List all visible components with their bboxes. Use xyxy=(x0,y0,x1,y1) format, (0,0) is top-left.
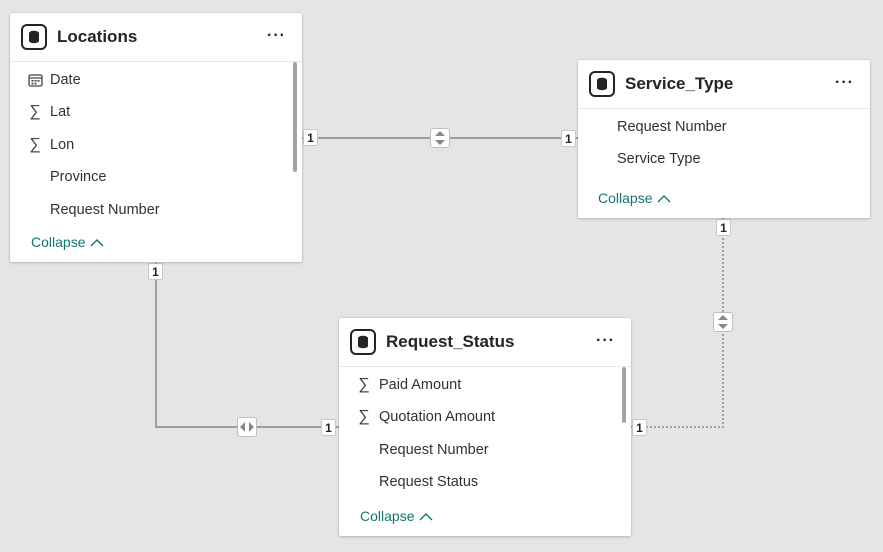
field-request-number[interactable]: Request Number xyxy=(10,199,290,221)
chevron-up-icon xyxy=(419,512,433,520)
both-directions-icon xyxy=(435,131,445,145)
field-label: Date xyxy=(50,72,81,88)
relationship-line-service-type-request-status[interactable] xyxy=(631,218,724,428)
cardinality-badge: 1 xyxy=(716,219,731,236)
collapse-link[interactable]: Collapse xyxy=(31,234,104,250)
database-icon xyxy=(589,71,615,97)
cross-filter-toggle-locations-service-type[interactable] xyxy=(430,128,450,148)
sigma-icon: ∑ xyxy=(358,408,370,425)
database-icon xyxy=(21,24,47,50)
sigma-icon: ∑ xyxy=(29,103,41,120)
field-date[interactable]: Date xyxy=(10,69,290,91)
more-options-icon[interactable]: ··· xyxy=(596,332,615,349)
table-header[interactable]: Locations ··· xyxy=(10,13,302,62)
scrollbar[interactable] xyxy=(293,62,297,172)
field-label: Request Number xyxy=(617,119,727,135)
relationship-line-locations-request-status[interactable] xyxy=(155,262,339,428)
table-card-request-status[interactable]: Request_Status ··· ∑ Paid Amount ∑ Quota… xyxy=(339,318,631,536)
collapse-link[interactable]: Collapse xyxy=(598,190,671,206)
table-title: Request_Status xyxy=(386,332,515,351)
field-service-type[interactable]: Service Type xyxy=(578,148,858,170)
field-label: Lat xyxy=(50,104,71,120)
table-card-locations[interactable]: Locations ··· Date ∑ Lat ∑ Lon Province … xyxy=(10,13,302,262)
cardinality-badge: 1 xyxy=(321,419,336,436)
field-label: Service Type xyxy=(617,151,701,167)
field-label: Request Number xyxy=(379,442,489,458)
table-header[interactable]: Service_Type ··· xyxy=(578,60,870,109)
field-label: Province xyxy=(50,169,107,185)
database-icon xyxy=(350,329,376,355)
collapse-link[interactable]: Collapse xyxy=(360,508,433,524)
both-directions-icon xyxy=(718,315,728,329)
table-title: Service_Type xyxy=(625,74,734,93)
field-label: Request Number xyxy=(50,202,160,218)
field-province[interactable]: Province xyxy=(10,166,290,188)
scrollbar[interactable] xyxy=(622,367,626,423)
cross-filter-toggle-locations-request-status[interactable] xyxy=(237,417,257,437)
cross-filter-toggle-service-type-request-status[interactable] xyxy=(713,312,733,332)
field-request-status[interactable]: Request Status xyxy=(339,471,619,493)
field-request-number[interactable]: Request Number xyxy=(578,116,858,138)
field-label: Lon xyxy=(50,137,75,153)
field-lon[interactable]: ∑ Lon xyxy=(10,134,290,156)
calendar-icon xyxy=(27,71,43,89)
field-label: Quotation Amount xyxy=(379,409,496,425)
table-title: Locations xyxy=(57,27,138,46)
cardinality-badge: 1 xyxy=(561,130,576,147)
sigma-icon: ∑ xyxy=(29,136,41,153)
field-label: Paid Amount xyxy=(379,377,462,393)
sigma-icon: ∑ xyxy=(358,376,370,393)
more-options-icon[interactable]: ··· xyxy=(267,27,286,44)
field-label: Request Status xyxy=(379,474,479,490)
field-paid-amount[interactable]: ∑ Paid Amount xyxy=(339,374,619,396)
chevron-up-icon xyxy=(90,238,104,246)
field-lat[interactable]: ∑ Lat xyxy=(10,101,290,123)
collapse-label: Collapse xyxy=(31,234,86,250)
cardinality-badge: 1 xyxy=(303,129,318,146)
field-request-number[interactable]: Request Number xyxy=(339,439,619,461)
table-card-service-type[interactable]: Service_Type ··· Request Number Service … xyxy=(578,60,870,218)
more-options-icon[interactable]: ··· xyxy=(835,74,854,91)
both-directions-icon xyxy=(240,422,254,432)
cardinality-badge: 1 xyxy=(148,263,163,280)
cardinality-badge: 1 xyxy=(632,419,647,436)
collapse-label: Collapse xyxy=(360,508,415,524)
field-quotation-amount[interactable]: ∑ Quotation Amount xyxy=(339,406,619,428)
collapse-label: Collapse xyxy=(598,190,653,206)
table-header[interactable]: Request_Status ··· xyxy=(339,318,631,367)
chevron-up-icon xyxy=(657,194,671,202)
